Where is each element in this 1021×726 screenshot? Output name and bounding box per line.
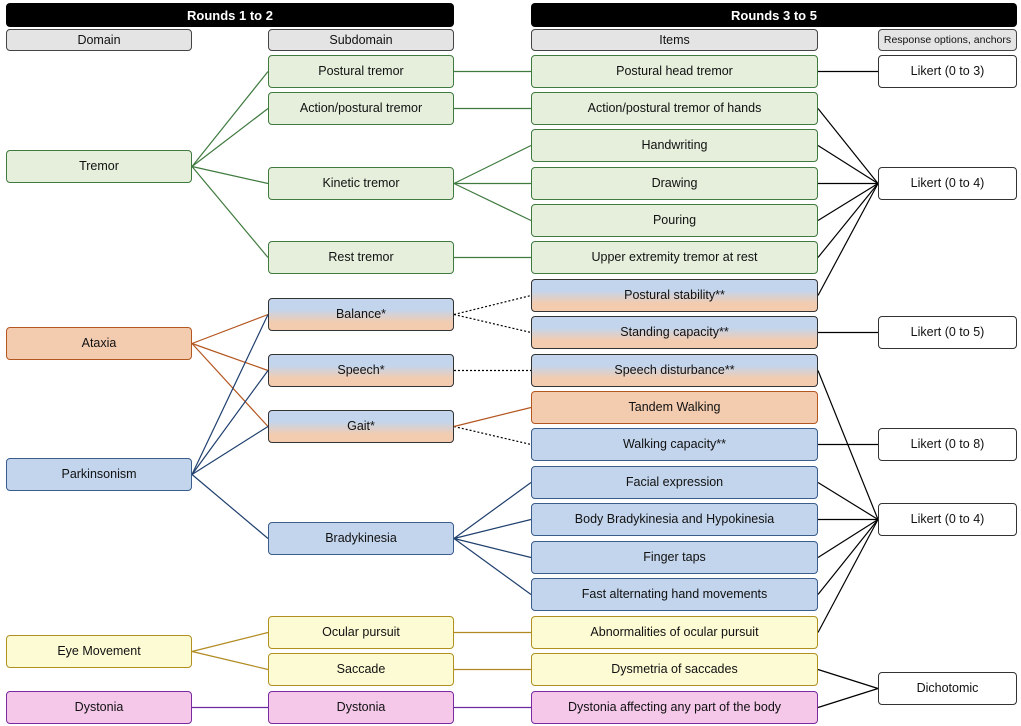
connector-line [453,518,532,540]
connector-line [453,182,532,222]
response-likert-0-5: Likert (0 to 5) [878,316,1017,349]
connector-line [191,343,269,427]
connector-line [453,294,532,316]
connector-line [817,519,879,595]
subdomain-speech: Speech* [268,354,454,387]
connector-line [191,650,269,671]
response-dichotomic: Dichotomic [878,672,1017,705]
item-handwriting: Handwriting [531,129,818,162]
item-dystonia-any-part: Dystonia affecting any part of the body [531,691,818,724]
connector-line [817,519,879,633]
subdomain-saccade: Saccade [268,653,454,686]
domain-ataxia: Ataxia [6,327,192,360]
connector-line [191,313,269,345]
item-postural-head-tremor: Postural head tremor [531,55,818,88]
connector-line [817,183,879,296]
item-fast-alternating: Fast alternating hand movements [531,578,818,611]
connector-line [191,474,269,539]
item-upper-extremity-rest: Upper extremity tremor at rest [531,241,818,274]
connector-line [817,108,879,184]
item-walking-capacity: Walking capacity** [531,428,818,461]
column-header-subdomain: Subdomain [268,29,454,51]
connector-line [191,370,269,475]
header-rounds-1-2: Rounds 1 to 2 [6,3,454,27]
connector-line [817,687,879,709]
connector-line [453,425,532,446]
connector-line [453,313,532,334]
connector-line [191,71,269,167]
domain-eye-movement: Eye Movement [6,635,192,668]
connector-line [817,518,879,559]
connector-line [191,108,269,167]
connector-line [453,406,532,428]
item-pouring: Pouring [531,204,818,237]
column-header-response: Response options, anchors [878,29,1017,51]
connector-line [453,144,532,185]
subdomain-rest-tremor: Rest tremor [268,241,454,274]
subdomain-bradykinesia: Bradykinesia [268,522,454,555]
item-tandem-walking: Tandem Walking [531,391,818,424]
item-postural-stability: Postural stability** [531,279,818,312]
connector-line [191,631,269,653]
domain-parkinsonism: Parkinsonism [6,458,192,491]
item-action-postural-tremor-hands: Action/postural tremor of hands [531,92,818,125]
connector-line [817,481,879,521]
item-body-bradykinesia: Body Bradykinesia and Hypokinesia [531,503,818,536]
connector-line [453,482,532,539]
domain-tremor: Tremor [6,150,192,183]
connector-line [191,425,269,476]
response-likert-0-4-b: Likert (0 to 4) [878,503,1017,536]
subdomain-kinetic-tremor: Kinetic tremor [268,167,454,200]
response-likert-0-8: Likert (0 to 8) [878,428,1017,461]
response-likert-0-4-a: Likert (0 to 4) [878,167,1017,200]
column-header-items: Items [531,29,818,51]
column-header-domain: Domain [6,29,192,51]
subdomain-dystonia: Dystonia [268,691,454,724]
subdomain-action-postural-tremor: Action/postural tremor [268,92,454,125]
connector-line [817,144,879,185]
domain-dystonia: Dystonia [6,691,192,724]
item-standing-capacity: Standing capacity** [531,316,818,349]
connector-line [191,342,269,372]
connector-line [817,668,879,690]
connector-line [453,538,532,595]
connector-line [191,314,269,475]
item-ocular-pursuit-abnormalities: Abnormalities of ocular pursuit [531,616,818,649]
item-speech-disturbance: Speech disturbance** [531,354,818,387]
subdomain-gait: Gait* [268,410,454,443]
subdomain-balance: Balance* [268,298,454,331]
subdomain-ocular-pursuit: Ocular pursuit [268,616,454,649]
item-facial-expression: Facial expression [531,466,818,499]
connector-line [191,166,269,258]
connector-line [191,165,269,185]
subdomain-postural-tremor: Postural tremor [268,55,454,88]
item-drawing: Drawing [531,167,818,200]
header-rounds-3-5: Rounds 3 to 5 [531,3,1017,27]
item-dysmetria-saccades: Dysmetria of saccades [531,653,818,686]
connector-line [817,183,879,258]
connector-line [453,537,532,559]
response-likert-0-3: Likert (0 to 3) [878,55,1017,88]
connector-line [817,182,879,222]
connector-line [817,370,879,520]
item-finger-taps: Finger taps [531,541,818,574]
